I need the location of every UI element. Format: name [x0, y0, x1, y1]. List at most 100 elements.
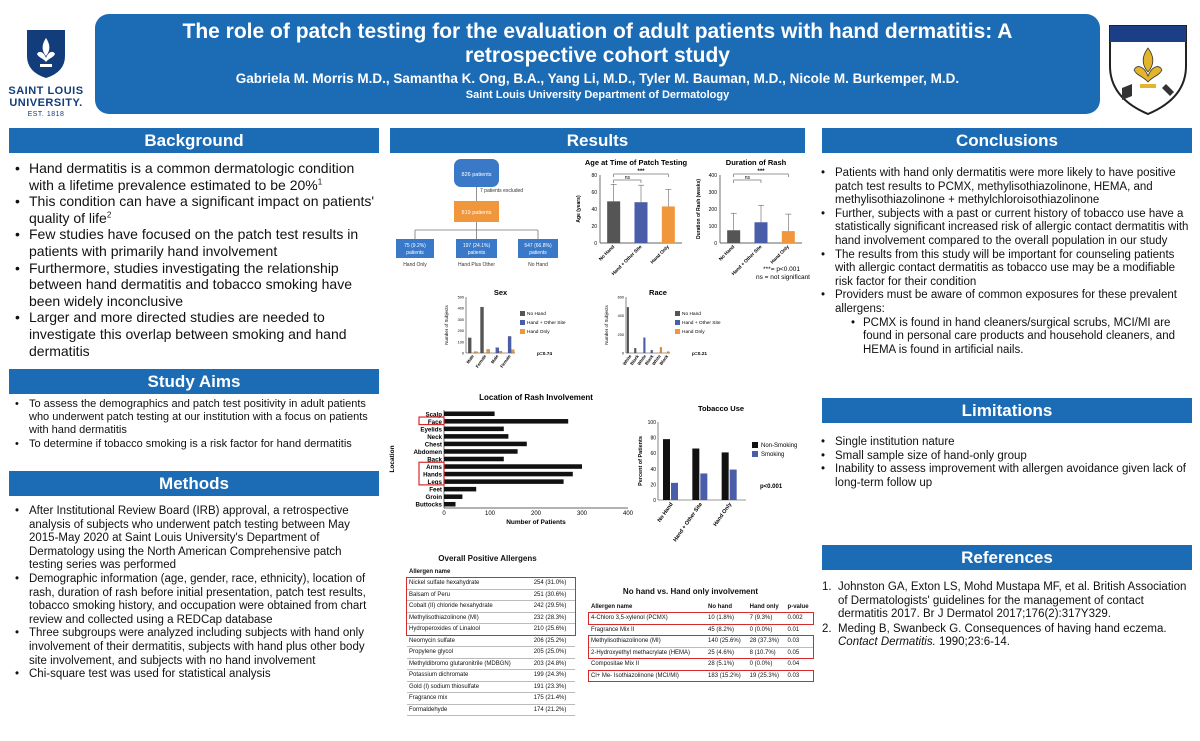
list-item: After Institutional Review Board (IRB) a… — [12, 505, 377, 573]
table-cell: 183 (15.2%) — [708, 672, 741, 679]
y-axis-label: Age (years) — [576, 195, 582, 223]
chart-bar — [444, 456, 504, 462]
results-header: Results — [390, 128, 805, 153]
list-item: Demographic information (age, gender, ra… — [12, 573, 377, 627]
age-chart: Age at Time of Patch Testing020406080Age… — [576, 158, 688, 277]
chart-bar — [468, 337, 472, 354]
y-tick-label: 100 — [648, 420, 657, 426]
legend-swatch — [675, 329, 680, 334]
p-value-label: p<0.001 — [760, 484, 783, 490]
table-cell: 8 (10.7%) — [749, 649, 776, 656]
table-cell: 25 (4.6%) — [708, 649, 735, 656]
legend-label: Hand Only — [682, 329, 705, 335]
flow-middle-box — [454, 201, 499, 222]
chart-bar — [692, 448, 700, 500]
chart-bar — [667, 351, 670, 354]
y-axis-label: Number of Subjects — [444, 304, 449, 344]
highlight-box — [588, 612, 814, 625]
table-cell: Methyldibromo glutaronitrile (MDBGN) — [409, 660, 511, 667]
poster-title: The role of patch testing for the evalua… — [182, 20, 1013, 67]
table-cell: Propylene glycol — [409, 649, 454, 656]
y-tick-label: 80 — [650, 436, 656, 442]
chart-bar — [444, 434, 509, 439]
list-item: Inability to assess improvement with all… — [818, 463, 1190, 490]
chart-bar — [626, 307, 629, 354]
chart-bar — [634, 348, 637, 354]
y-tick-label: 60 — [650, 451, 656, 457]
hand-table-title: No hand vs. Hand only involvement — [622, 587, 759, 596]
table-row: Methyldibromo glutaronitrile (MDBGN)203 … — [407, 658, 575, 670]
flow-excluded-text: 7 patients excluded — [480, 188, 523, 194]
y-tick-label: 0 — [714, 241, 717, 247]
y-tick-label: 400 — [709, 173, 718, 179]
chart-bar — [781, 231, 795, 243]
flow-group-unit: patients — [406, 250, 424, 256]
y-tick-label: Buttocks — [416, 502, 443, 509]
background-list: Hand dermatitis is a common dermatologic… — [12, 160, 377, 359]
list-item: To assess the demographics and patch tes… — [12, 398, 377, 438]
patient-flowchart: 826 patients 7 patients excluded 819 pat… — [396, 159, 558, 268]
table-cell: 0.01 — [787, 626, 800, 633]
flow-group-unit: patients — [529, 250, 547, 256]
x-tick-label: Black — [658, 353, 669, 366]
table-cell: 19 (25.3%) — [749, 672, 780, 679]
highlight-box — [588, 635, 814, 659]
x-tick-label: Hand Only — [650, 244, 671, 265]
list-item: Patients with hand only dermatitis were … — [818, 167, 1190, 208]
chart-note: ***= p<0.001 — [763, 266, 800, 273]
poster-authors: Gabriela M. Morris M.D., Samantha K. Ong… — [235, 71, 960, 86]
x-tick-label: Hand + Other Site — [672, 502, 703, 543]
chart-title: Age at Time of Patch Testing — [585, 158, 688, 167]
chart-bar — [607, 201, 621, 243]
allergens-table-title: Overall Positive Allergens — [438, 554, 537, 563]
chart-bar — [650, 350, 653, 354]
table-cell: 205 (25.0%) — [533, 649, 567, 656]
chart-bar — [474, 351, 478, 354]
list-item: This condition can have a significant im… — [12, 193, 377, 226]
list-item: Small sample size of hand-only group — [818, 450, 1190, 464]
list-item: The results from this study will be impo… — [818, 249, 1190, 290]
y-tick-label: Back — [427, 457, 442, 464]
x-tick-label: White — [636, 353, 647, 366]
x-tick-label: No Hand — [657, 502, 675, 524]
significance-label: ns — [625, 175, 631, 181]
legend-swatch — [520, 320, 525, 325]
list-item: Single institution nature — [818, 436, 1190, 450]
table-cell: 10 (1.8%) — [708, 615, 735, 622]
methods-header: Methods — [9, 471, 379, 496]
flow-group-count: 197 (24.1%) — [463, 243, 491, 249]
x-tick-label: Female — [499, 353, 512, 368]
table-cell: 140 (25.6%) — [708, 638, 741, 645]
logo-name: SAINT LOUIS UNIVERSITY. — [8, 85, 84, 109]
logo-est: EST. 1818 — [27, 111, 65, 118]
table-cell: 199 (24.3%) — [533, 672, 567, 679]
significance-bracket — [733, 179, 762, 183]
x-tick-label: No Hand — [598, 244, 616, 262]
x-tick-label: White — [651, 353, 662, 366]
y-tick-label: 200 — [709, 207, 718, 213]
table-cell: 206 (25.2%) — [533, 637, 567, 644]
y-axis-label: Location — [389, 445, 396, 472]
y-tick-label: 0 — [594, 241, 597, 247]
table-cell: 191 (23.3%) — [533, 683, 567, 690]
y-tick-label: Abdomen — [413, 449, 442, 456]
table-cell: 0.002 — [787, 615, 803, 622]
table-cell: Compositae Mix II — [591, 661, 640, 668]
y-tick-label: 200 — [458, 329, 464, 333]
y-tick-label: 400 — [458, 307, 464, 311]
highlight-box — [418, 416, 445, 426]
chart-bar — [444, 471, 573, 477]
y-tick-label: 500 — [458, 296, 464, 300]
table-cell: 232 (28.3%) — [533, 614, 567, 621]
table-cell: 7 (9.3%) — [749, 615, 773, 622]
table-header-cell: Allergen name — [409, 568, 451, 575]
methods-list: After Institutional Review Board (IRB) a… — [12, 505, 377, 682]
